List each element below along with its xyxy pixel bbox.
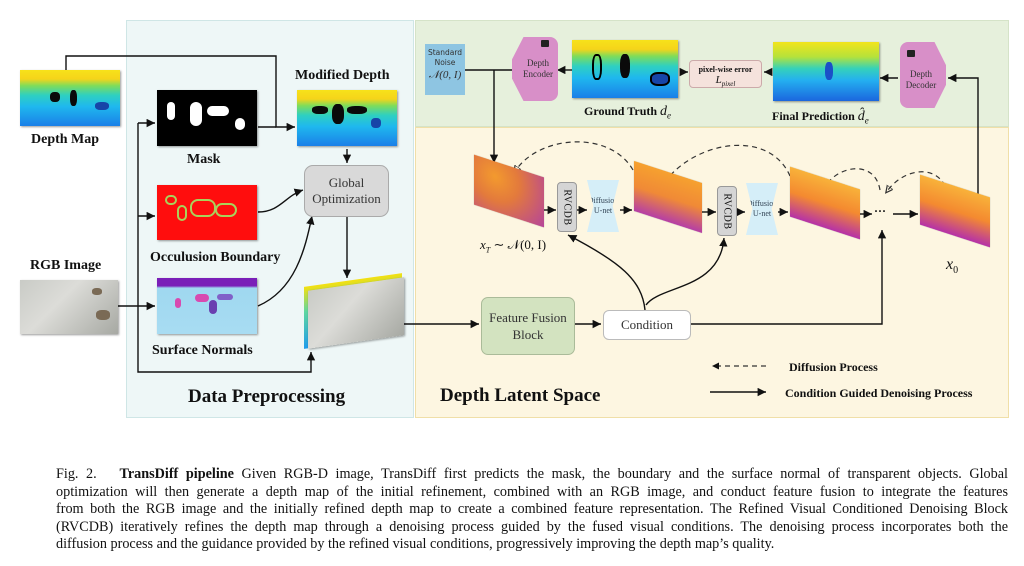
ground-truth-label: Ground Truth de [584, 104, 672, 121]
legend-denoising-label: Condition Guided Denoising Process [785, 386, 973, 400]
caption-line-1: Given RGB-D image, TransDiff first predi… [233, 466, 1008, 482]
arrow-depth-to-modified [65, 55, 295, 132]
global-opt-line1: Global [328, 175, 365, 190]
caption-line-3: from both the RGB image and the initiall… [56, 501, 1008, 518]
mask-label: Mask [187, 152, 221, 167]
xt-label: xT ∼ 𝒩(0, I) [480, 237, 547, 255]
arrow-occlusion-to-global [257, 188, 304, 213]
ellipsis: ··· [874, 204, 887, 218]
ground-truth-image [572, 40, 678, 98]
decoder-line1: Depth [909, 69, 932, 79]
diffusion-arc-4 [888, 171, 946, 190]
rgb-image [20, 280, 118, 334]
decoder-line2: Decoder [905, 80, 937, 90]
legend-diffusion-label: Diffusion Process [789, 360, 878, 374]
data-preprocessing-title: Data Preprocessing [188, 386, 346, 407]
modified-depth-image [297, 90, 397, 146]
lock-icon [541, 40, 549, 47]
rvcdb-block-2: RVCDB [717, 186, 737, 236]
surface-normals-label: Surface Normals [152, 343, 253, 358]
noise-line2: Noise [434, 58, 456, 67]
lock-icon-decoder [907, 50, 915, 57]
encoder-line1: Depth [526, 58, 549, 68]
error-math: Lpixel [715, 74, 736, 89]
arrow-condition-to-rvcdb1 [567, 234, 646, 311]
encoder-line2: Encoder [523, 69, 553, 79]
caption-line-2: optimization will then generate a depth … [56, 483, 1008, 500]
pixel-wise-error-box: pixel-wise error Lpixel [689, 60, 762, 88]
arrow-condition-to-dots [689, 230, 887, 325]
final-prediction-image [773, 42, 879, 101]
mask-image [157, 90, 257, 146]
global-opt-line2: Optimization [312, 191, 381, 206]
rgb-image-label: RGB Image [30, 258, 102, 273]
occlusion-boundary-label: Occulusion Boundary [150, 250, 281, 265]
caption-title: TransDiff pipeline [119, 466, 234, 482]
modified-depth-label: Modified Depth [295, 68, 390, 83]
arrow-x0-to-decoder [948, 73, 979, 206]
depth-map-label: Depth Map [31, 132, 100, 147]
noise-math: 𝒩(0, I) [428, 69, 462, 81]
depth-latent-space-title: Depth Latent Space [440, 385, 601, 406]
x0-label: x0 [946, 256, 959, 277]
condition-box: Condition [603, 310, 691, 340]
figure-caption: Fig. 2. TransDiff pipeline Given RGB-D i… [56, 466, 1008, 554]
final-prediction-label: Final Prediction d̂e [772, 109, 869, 126]
diffusion-arc-1 [516, 141, 634, 170]
error-line1: pixel-wise error [698, 65, 753, 74]
surface-normals-image [157, 278, 257, 334]
caption-fig-number: Fig. 2. [56, 466, 97, 482]
occlusion-boundary-image [157, 185, 257, 240]
diffusion-arc-2 [668, 144, 791, 178]
arrow-condition-to-rvcdb2 [645, 237, 728, 306]
caption-line-5: diffusion process and the guidance provi… [56, 536, 775, 553]
arrow-normals-to-global [257, 215, 315, 307]
noise-line1: Standard [427, 48, 463, 57]
caption-line-4: (RVCDB) iteratively refines the depth ma… [56, 518, 1008, 535]
rvcdb-block-1: RVCDB [557, 182, 577, 232]
depth-map-image [20, 70, 120, 126]
standard-noise-box: Standard Noise 𝒩(0, I) [425, 44, 465, 95]
